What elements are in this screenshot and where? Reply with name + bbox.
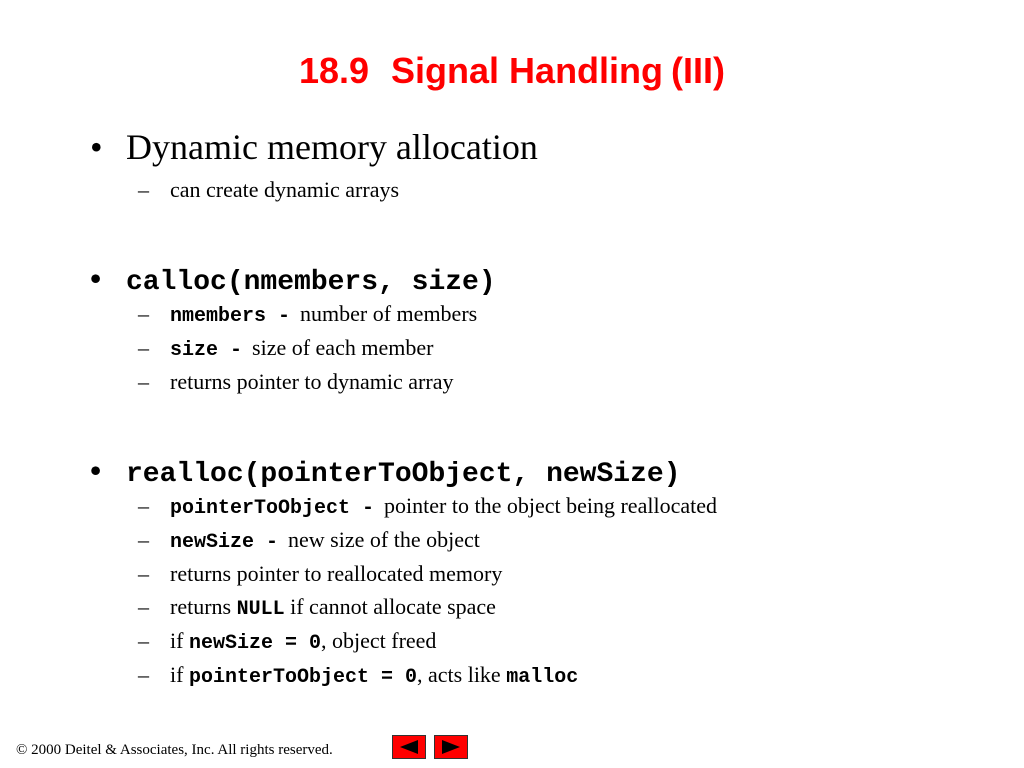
bullet-realloc: • realloc(pointerToObject, newSize) [90, 452, 681, 490]
sub-item-code: newSize - [170, 531, 279, 554]
dash-glyph: – [138, 561, 149, 586]
triangle-left-icon [400, 740, 418, 754]
dash-glyph: – [138, 594, 149, 619]
title-text: Signal Handling [391, 50, 664, 91]
dash-glyph: – [138, 493, 149, 518]
dash-glyph: – [138, 662, 149, 687]
sub-item: – if pointerToObject = 0, acts like mall… [138, 662, 578, 689]
sub-item: – can create dynamic arrays [138, 177, 399, 203]
bullet-label: calloc(nmembers, size) [126, 267, 496, 298]
sub-item-text: returns pointer to reallocated memory [170, 561, 503, 586]
triangle-right-icon [442, 740, 460, 754]
bullet-label: Dynamic memory allocation [126, 127, 538, 167]
sub-item: – returns NULL if cannot allocate space [138, 594, 496, 621]
sub-item-text: new size of the object [288, 527, 480, 552]
dash-glyph: – [138, 527, 149, 552]
sub-item: – returns pointer to reallocated memory [138, 561, 502, 587]
sub-item: – nmembers - number of members [138, 301, 477, 328]
dash-glyph: – [138, 628, 149, 653]
sub-item-code: pointerToObject - [170, 497, 375, 520]
sub-item-text: number of members [300, 301, 478, 326]
bullet-glyph: • [90, 452, 102, 488]
sub-item-pre: returns [170, 594, 232, 619]
title-suffix: (III) [671, 50, 726, 91]
sub-item-code: newSize = 0 [188, 632, 321, 655]
sub-item-pre: if [170, 628, 184, 653]
sub-item: – pointerToObject - pointer to the objec… [138, 493, 717, 520]
bullet-dynamic-memory: • Dynamic memory allocation [90, 126, 538, 168]
sub-item-code-2: malloc [506, 666, 579, 689]
sub-item-text: , acts like [417, 662, 501, 687]
sub-item-text: returns pointer to dynamic array [170, 369, 454, 394]
slide-title: 18.9 Signal Handling(III) [0, 50, 1024, 92]
dash-glyph: – [138, 335, 149, 360]
dash-glyph: – [138, 369, 149, 394]
dash-glyph: – [138, 301, 149, 326]
sub-item: – size - size of each member [138, 335, 433, 362]
sub-item-code: size - [170, 339, 243, 362]
sub-item: – if newSize = 0, object freed [138, 628, 436, 655]
sub-item: – returns pointer to dynamic array [138, 369, 453, 395]
sub-item-text: if cannot allocate space [290, 594, 496, 619]
dash-glyph: – [138, 177, 149, 202]
bullet-glyph: • [90, 260, 102, 296]
sub-item-code: nmembers - [170, 305, 291, 328]
sub-item-code: NULL [236, 598, 285, 621]
title-number: 18.9 [298, 50, 370, 91]
copyright-footer: © 2000 Deitel & Associates, Inc. All rig… [16, 742, 333, 758]
sub-item-text: can create dynamic arrays [170, 177, 400, 202]
sub-item-text: pointer to the object being reallocated [384, 493, 717, 518]
prev-slide-button[interactable] [392, 735, 426, 759]
sub-item-code: pointerToObject = 0 [188, 666, 417, 689]
bullet-calloc: • calloc(nmembers, size) [90, 260, 496, 298]
bullet-glyph: • [90, 127, 103, 167]
sub-item-text: , object freed [320, 628, 437, 653]
sub-item-pre: if [170, 662, 184, 687]
sub-item: – newSize - new size of the object [138, 527, 480, 554]
sub-item-text: size of each member [252, 335, 434, 360]
bullet-label: realloc(pointerToObject, newSize) [126, 459, 681, 490]
next-slide-button[interactable] [434, 735, 468, 759]
